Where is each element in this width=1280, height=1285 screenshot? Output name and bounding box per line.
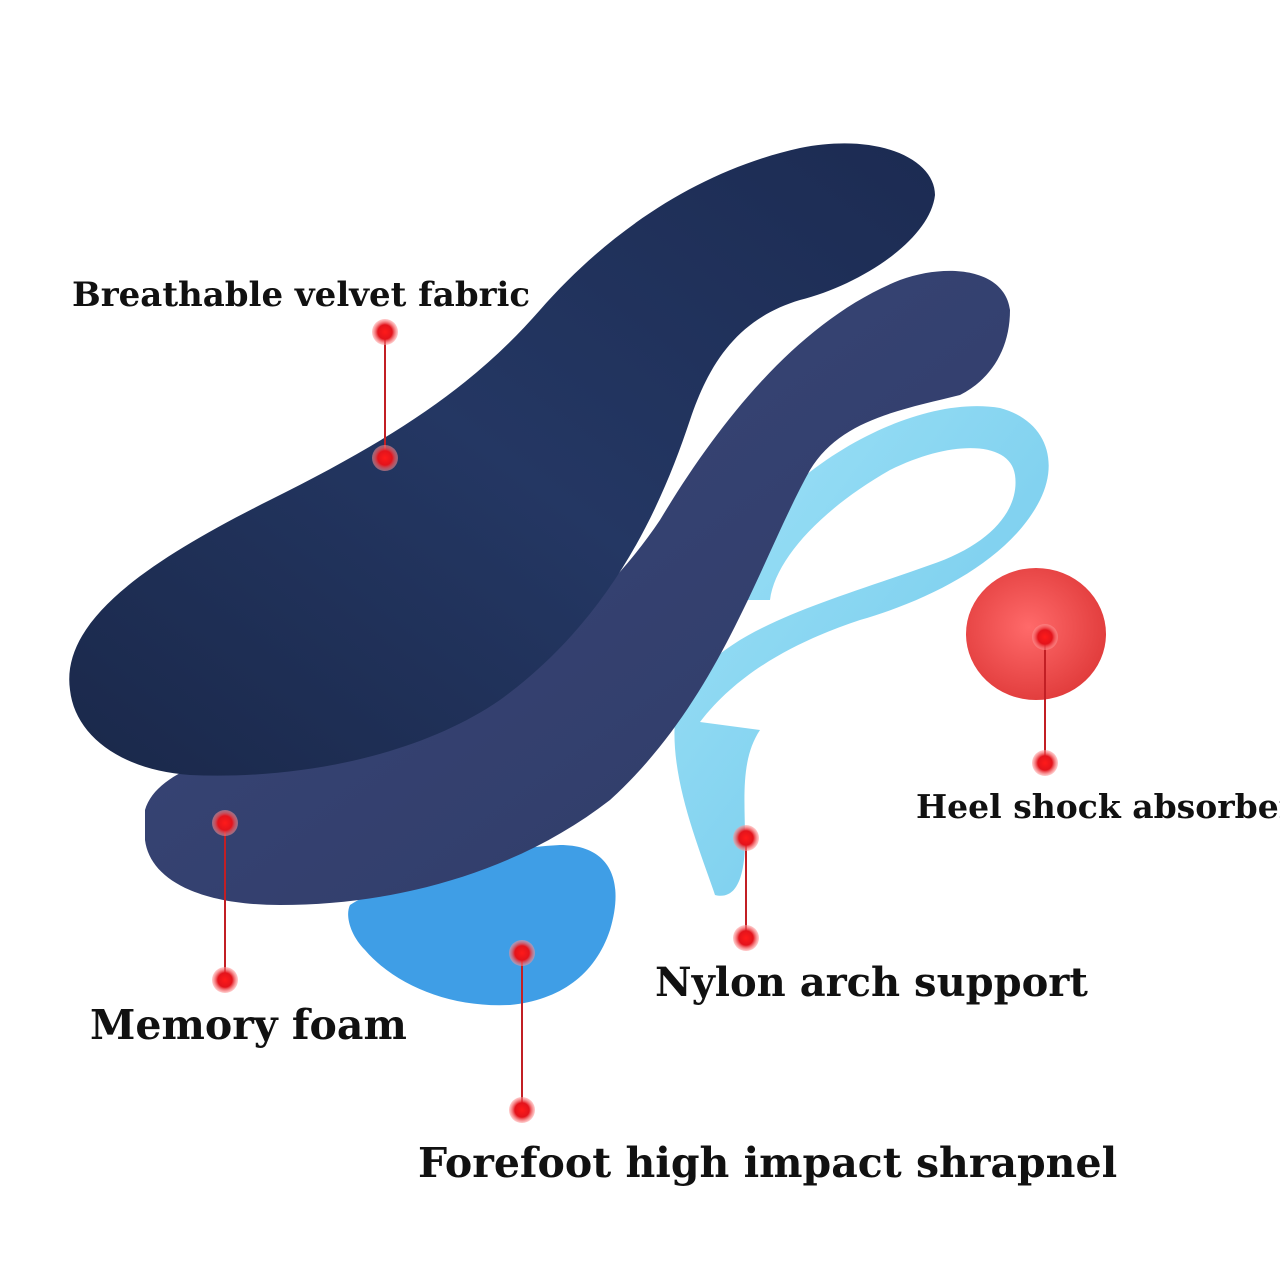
marker-dot <box>509 940 535 966</box>
label-breathable-velvet-fabric: Breathable velvet fabric <box>72 275 531 315</box>
marker-dot <box>372 445 398 471</box>
marker-dot <box>733 925 759 951</box>
label-nylon-arch-support: Nylon arch support <box>655 959 1088 1006</box>
marker-dots <box>212 319 1058 1123</box>
marker-dot <box>1032 624 1058 650</box>
label-heel-shock-absorber: Heel shock absorber <box>916 787 1280 826</box>
marker-dot <box>509 1097 535 1123</box>
marker-dot <box>1032 750 1058 776</box>
marker-dot <box>212 810 238 836</box>
velvet-fabric-layer-shape <box>69 143 935 776</box>
marker-dot <box>212 967 238 993</box>
label-forefoot-high-impact-shrapnel: Forefoot high impact shrapnel <box>418 1139 1118 1187</box>
marker-dot <box>372 319 398 345</box>
label-memory-foam: Memory foam <box>90 1001 407 1049</box>
marker-dot <box>733 825 759 851</box>
